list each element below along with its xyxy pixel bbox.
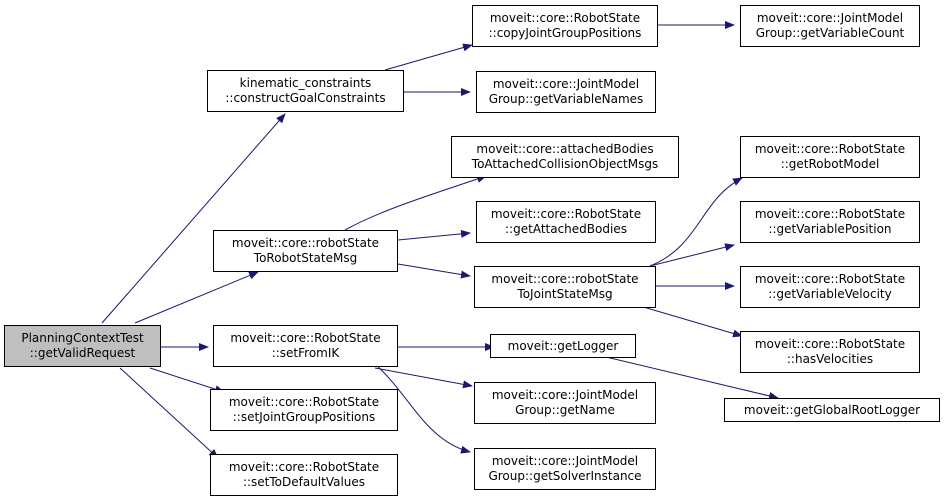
node-line-2: ToAttachedCollisionObjectMsgs [471,157,659,171]
node-get-global-root-logger[interactable]: moveit::getGlobalRootLogger [724,398,940,422]
node-get-name[interactable]: moveit::core::JointModel Group::getName [474,382,656,424]
node-set-to-default-values[interactable]: moveit::core::RobotState ::setToDefaultV… [210,454,398,496]
node-get-logger[interactable]: moveit::getLogger [490,334,636,358]
node-line-1: moveit::core::RobotState [490,207,642,221]
edge-robotStateToJointStateMsg-to-getVariablePosition [649,243,735,267]
node-line-1: kinematic_constraints [239,76,372,90]
edge-root-to-setJointGroupPositions [149,367,225,394]
node-planning-context-test-get-valid-request: PlanningContextTest ::getValidRequest [4,325,161,367]
node-line-1: moveit::core::RobotState [489,11,641,25]
node-line-1: moveit::core::RobotState [754,142,906,156]
node-attached-bodies-to-msgs[interactable]: moveit::core::attachedBodies ToAttachedC… [451,136,679,178]
edge-root-to-robotStateToRobotStateMsg [134,271,259,324]
edge-robotStateToRobotStateMsg-to-robotStateToJointStateMsg [397,263,471,279]
node-line-2: ::setToDefaultValues [242,475,366,489]
edge-setFromIK-to-getSolverInstance [374,363,471,454]
node-line-2: ::getRobotModel [780,157,880,171]
node-get-solver-instance[interactable]: moveit::core::JointModel Group::getSolve… [474,448,656,490]
node-line-2: Group::getVariableNames [488,92,644,106]
node-line-2: ToRobotStateMsg [253,251,358,265]
node-line-2: ::setJointGroupPositions [232,410,376,424]
node-line-1: moveit::core::robotState [231,236,380,250]
node-get-attached-bodies[interactable]: moveit::core::RobotState ::getAttachedBo… [476,201,656,243]
edge-root-to-setToDefaultValues [119,367,219,459]
node-line-2: ::getVariablePosition [768,222,892,236]
node-get-variable-position[interactable]: moveit::core::RobotState ::getVariablePo… [740,201,920,243]
node-line-1: moveit::core::RobotState [228,395,380,409]
node-line-1: moveit::core::RobotState [754,207,906,221]
node-line-1: moveit::core::RobotState [230,331,381,345]
node-get-robot-model[interactable]: moveit::core::RobotState ::getRobotModel [740,136,920,178]
node-line-1: moveit::core::attachedBodies [476,142,654,156]
edge-robotStateToRobotStateMsg-to-attachedBodiesToMsgs [344,175,487,231]
node-get-variable-count[interactable]: moveit::core::JointModel Group::getVaria… [740,5,920,47]
node-line-1: moveit::core::JointModel [492,77,640,91]
edge-robotStateToJointStateMsg-to-getRobotModel [649,177,743,267]
node-line-2: ::getValidRequest [29,346,136,360]
node-robot-state-to-joint-state-msg[interactable]: moveit::core::robotState ToJointStateMsg [474,266,656,308]
node-line-2: ::copyJointGroupPositions [488,26,642,40]
node-get-variable-names[interactable]: moveit::core::JointModel Group::getVaria… [476,71,656,113]
edge-constructGoalConstraints-to-copyJointGroupPositions [384,43,473,71]
node-construct-goal-constraints[interactable]: kinematic_constraints ::constructGoalCon… [207,70,404,112]
edge-robotStateToJointStateMsg-to-hasVelocities [639,305,743,338]
node-has-velocities[interactable]: moveit::core::RobotState ::hasVelocities [740,331,920,373]
node-set-joint-group-positions[interactable]: moveit::core::RobotState ::setJointGroup… [210,389,398,431]
node-get-variable-velocity[interactable]: moveit::core::RobotState ::getVariableVe… [740,266,920,308]
edge-root-to-constructGoalConstraints [101,113,286,324]
node-line-1: moveit::core::JointModel [491,454,639,468]
node-line-1: moveit::core::JointModel [491,388,639,402]
edge-robotStateToRobotStateMsg-to-getAttachedBodies [397,229,471,241]
node-line-1: moveit::core::robotState [491,272,639,286]
node-robot-state-to-robot-state-msg[interactable]: moveit::core::robotState ToRobotStateMsg [213,230,398,272]
node-line-2: ::setFromIK [271,346,340,360]
node-line-2: ToJointStateMsg [517,287,613,301]
node-line-2: Group::getName [515,403,615,417]
node-line-1: moveit::getLogger [507,338,619,353]
node-line-2: ::hasVelocities [786,352,874,366]
node-set-from-ik[interactable]: moveit::core::RobotState ::setFromIK [213,325,398,367]
node-line-2: ::getAttachedBodies [505,222,627,236]
node-line-1: moveit::core::RobotState [228,460,380,474]
node-line-1: moveit::getGlobalRootLogger [743,402,921,417]
node-line-2: Group::getVariableCount [755,26,905,40]
node-line-1: moveit::core::RobotState [754,337,906,351]
node-line-2: Group::getSolverInstance [488,469,642,483]
edge-getLogger-to-getGlobalRootLogger [605,356,779,400]
node-line-1: PlanningContextTest [21,331,144,345]
edge-setFromIK-to-getName [374,367,473,389]
node-line-2: ::getVariableVelocity [768,287,892,301]
node-line-1: moveit::core::RobotState [754,272,906,286]
node-line-1: moveit::core::JointModel [756,11,904,25]
node-line-2: ::constructGoalConstraints [225,91,386,105]
node-copy-joint-group-positions[interactable]: moveit::core::RobotState ::copyJointGrou… [472,5,658,47]
